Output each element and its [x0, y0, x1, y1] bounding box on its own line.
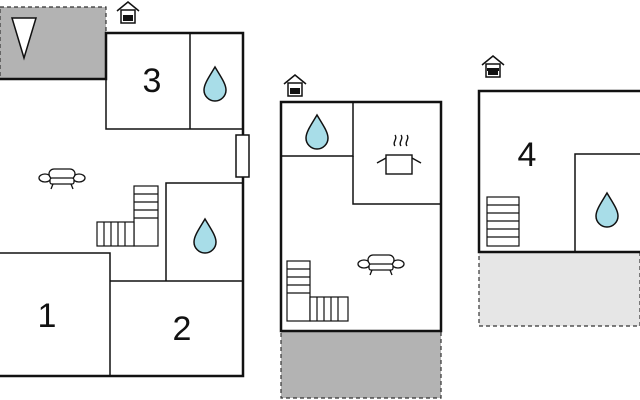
triangle-marker-icon	[10, 17, 38, 61]
building-left: 3 1 2	[0, 1, 250, 378]
room-2-number: 2	[173, 310, 192, 348]
stairs-icon	[286, 260, 349, 322]
building-right: 4	[477, 55, 640, 327]
room-3-number: 3	[143, 62, 162, 100]
water-drop-icon	[193, 218, 217, 254]
house-icon	[283, 74, 307, 97]
water-drop-icon	[595, 192, 619, 228]
room-1-number: 1	[38, 297, 57, 335]
terrace-bottom-middle	[280, 330, 442, 399]
cooking-pot-icon	[376, 134, 422, 175]
sofa-icon	[357, 254, 405, 276]
sofa-icon	[38, 168, 86, 190]
stairs-icon	[486, 196, 520, 247]
room-4-number: 4	[518, 136, 537, 174]
building-middle	[279, 74, 443, 399]
water-drop-icon	[203, 66, 227, 102]
window	[235, 134, 250, 178]
house-icon	[481, 55, 505, 78]
house-icon-detail	[487, 68, 499, 71]
house-icon	[116, 1, 140, 24]
water-drop-icon	[305, 114, 329, 150]
stairs-icon	[96, 185, 159, 247]
terrace-bottom-right	[478, 251, 640, 327]
